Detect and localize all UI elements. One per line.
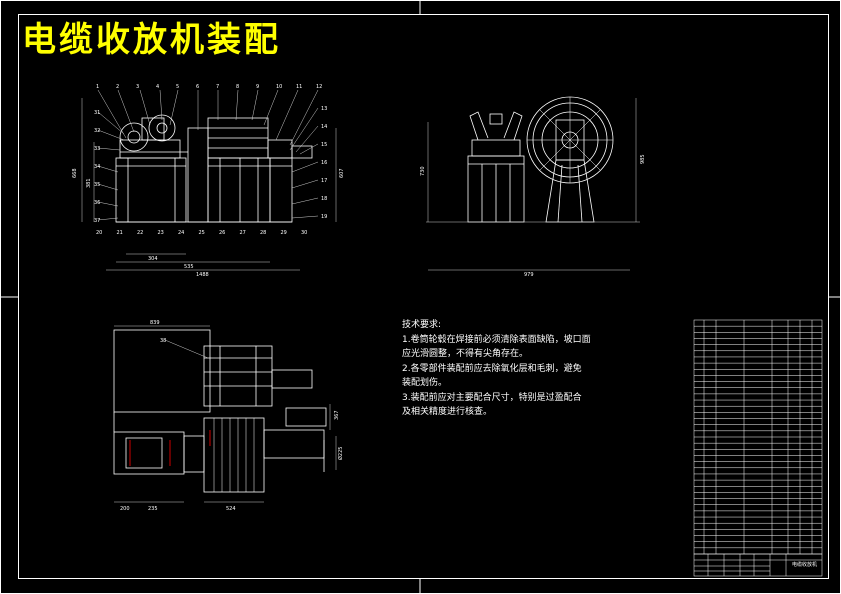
part-balloon: 6 [196,84,199,90]
part-balloon: 35 [94,182,100,188]
part-balloon: 10 [276,84,282,90]
part-balloon: 11 [296,84,302,90]
tech-req-line: 应光滑圆整，不得有尖角存在。 [402,349,529,359]
dim-side-height-right: 985 [640,154,646,164]
tech-req-heading: 技术要求: [402,320,442,330]
part-balloon: 4 [156,84,159,90]
technical-requirements: 技术要求: 1.卷筒轮毂在焊接前必须清除表面缺陷，坡口面 应光滑圆整，不得有尖角… [402,318,632,420]
part-balloon: 14 [321,124,327,130]
dim-bottom-1: 200 [120,506,130,512]
dim-side-height-left: 730 [420,166,426,176]
dim-right-2: Ø225 [337,447,344,460]
part-balloon: 3 [136,84,139,90]
dim-height-right: 607 [339,168,345,178]
dim-right-1: 367 [334,410,340,420]
part-balloon: 37 [94,218,100,224]
part-balloon: 36 [94,200,100,206]
dim-height-left-2: 381 [86,178,92,188]
part-balloon: 13 [321,106,327,112]
side-view [426,96,640,271]
dim-bottom-2: 235 [148,506,158,512]
tech-req-line: 及相关精度进行核查。 [402,407,493,417]
part-balloon: 32 [94,128,100,134]
tech-req-line: 装配划伤。 [402,378,448,388]
tech-req-line: 1.卷筒轮毂在焊接前必须清除表面缺陷，坡口面 [402,334,591,345]
dim-overall-width: 1488 [196,272,209,278]
balloons-right: 13 14 15 16 17 18 19 [321,106,327,220]
drawing-title: 电缆收放机装配 [22,20,281,60]
part-balloon: 7 [216,84,219,90]
dim-width-2: 535 [184,264,194,270]
balloons-left: 31 32 33 34 35 36 37 [94,110,100,224]
part-balloon: 17 [321,178,327,184]
part-balloon: 24 [178,230,184,236]
part-balloon: 25 [199,230,205,236]
dim-bottom-3: 524 [226,506,236,512]
part-balloon: 12 [316,84,322,90]
part-balloon: 33 [94,146,100,152]
part-balloon: 16 [321,160,327,166]
dim-top-width: 839 [150,320,160,326]
top-view-labels: 38 839 200 235 524 367 Ø225 [120,320,344,512]
part-balloon: 18 [321,196,327,202]
balloons-bottom: 20 21 22 23 24 25 26 27 28 29 30 [96,230,307,236]
title-block [693,553,823,577]
tech-req-line: 3.装配前应对主要配合尺寸，特别是过盈配合 [402,392,582,403]
balloon-38: 38 [160,338,166,344]
part-balloon: 29 [281,230,287,236]
part-balloon: 26 [219,230,225,236]
dim-height-left: 668 [72,168,78,178]
part-balloon: 5 [176,84,179,90]
parts-list-table [693,319,823,555]
tech-req-line: 2.各零部件装配前应去除氧化层和毛刺，避免 [402,363,582,374]
part-balloon: 20 [96,230,102,236]
title-block-drawing-name: 电缆收放机 [792,561,817,568]
top-view-accents [129,430,211,466]
dim-side-width: 979 [524,272,534,278]
part-balloon: 9 [256,84,259,90]
part-balloon: 19 [321,214,327,220]
part-balloon: 28 [260,230,266,236]
part-balloon: 1 [96,84,99,90]
side-view-labels: 979 730 985 [420,154,646,278]
top-view [113,325,337,503]
part-balloon: 31 [94,110,100,116]
part-balloon: 15 [321,142,327,148]
part-balloon: 22 [137,230,143,236]
part-balloon: 21 [117,230,123,236]
front-view [81,89,337,271]
part-balloon: 23 [158,230,164,236]
part-balloon: 30 [301,230,307,236]
part-balloon: 27 [240,230,246,236]
part-balloon: 34 [94,164,100,170]
part-balloon: 2 [116,84,119,90]
part-balloon: 8 [236,84,239,90]
dim-width-3: 304 [148,256,158,262]
